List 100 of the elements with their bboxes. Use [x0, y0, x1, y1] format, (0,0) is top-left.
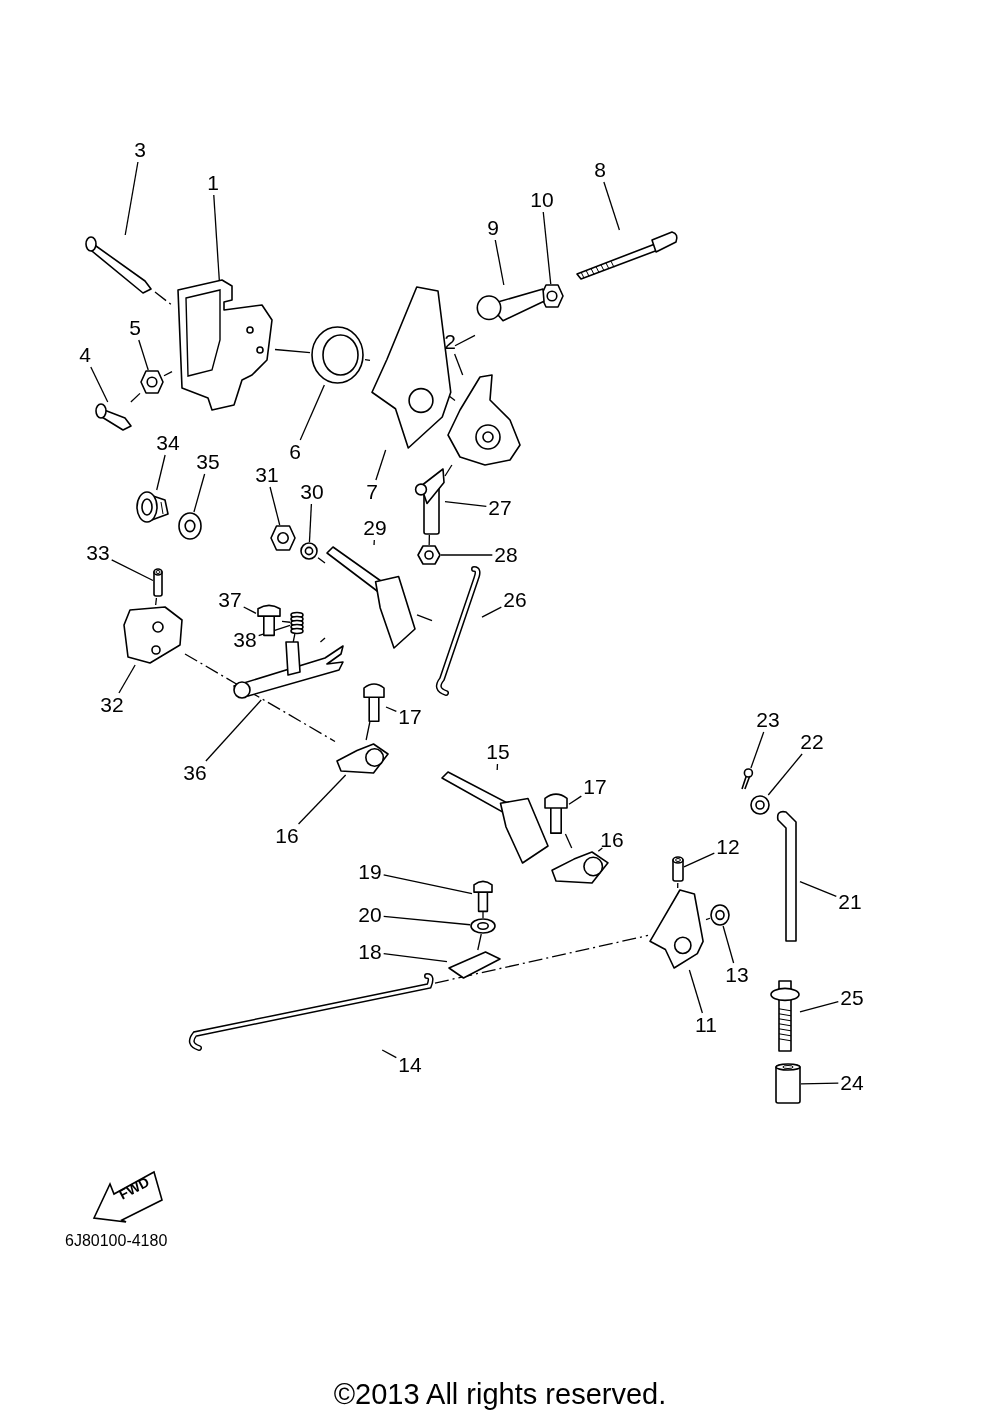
- leader-line: [375, 449, 387, 481]
- assembly-line: [292, 633, 296, 643]
- callout-number: 5: [129, 317, 141, 339]
- callout-number: 27: [488, 497, 512, 519]
- assembly-line: [434, 934, 649, 984]
- assembly-line: [319, 637, 326, 643]
- callout-number: 38: [233, 629, 257, 651]
- screw-drawing: [363, 683, 385, 722]
- callout-number: 13: [725, 964, 749, 986]
- callout-number: 15: [486, 741, 510, 763]
- callout-number: 20: [358, 904, 382, 926]
- assembly-line: [274, 348, 311, 354]
- callout-number: 22: [800, 731, 824, 753]
- callout-number: 16: [275, 825, 299, 847]
- leader-line: [308, 503, 313, 543]
- callout-number: 28: [494, 544, 518, 566]
- callout-number: 19: [358, 861, 382, 883]
- link-rod-drawing: [188, 973, 434, 1051]
- leader-line: [799, 1001, 839, 1013]
- callout-number: 2: [444, 331, 456, 353]
- assembly-line: [365, 721, 371, 741]
- callout-number: 17: [583, 776, 607, 798]
- bracket-drawing: [177, 279, 273, 411]
- assembly-line: [154, 291, 173, 306]
- bolt-drawing: [95, 403, 132, 431]
- assembly-line: [428, 534, 430, 546]
- callout-number: 9: [487, 217, 499, 239]
- leader-line: [383, 953, 448, 963]
- screw-drawing: [473, 880, 493, 913]
- leader-line: [800, 1082, 839, 1085]
- screw-drawing: [257, 604, 281, 637]
- assembly-line: [130, 392, 141, 403]
- callout-number: 4: [79, 344, 91, 366]
- callout-number: 16: [600, 829, 624, 851]
- leader-line: [111, 559, 154, 582]
- leader-line: [597, 847, 603, 852]
- leader-line: [496, 763, 499, 771]
- nut-drawing: [270, 525, 296, 551]
- nut-drawing: [417, 545, 441, 565]
- rod-end-drawing: [414, 468, 445, 535]
- leader-line: [205, 699, 262, 762]
- leader-line: [385, 706, 397, 712]
- callout-number: 30: [300, 481, 324, 503]
- leader-line: [568, 795, 582, 805]
- leader-line: [138, 339, 149, 371]
- leader-line: [213, 194, 220, 281]
- part-drawing: [741, 768, 754, 790]
- callout-number: 32: [100, 694, 124, 716]
- callout-number: 23: [756, 709, 780, 731]
- callout-number: 36: [183, 762, 207, 784]
- bolt-drawing: [85, 236, 152, 294]
- leader-line: [269, 486, 281, 526]
- callout-number: 17: [398, 706, 422, 728]
- callout-number: 25: [840, 987, 864, 1009]
- assembly-line: [444, 464, 453, 477]
- leader-line: [193, 473, 206, 513]
- callout-number: 21: [838, 891, 862, 913]
- washer-drawing: [710, 904, 730, 926]
- callout-number: 1: [207, 172, 219, 194]
- callout-number: 3: [134, 139, 146, 161]
- assembly-line: [564, 833, 573, 849]
- callout-number: 11: [695, 1014, 717, 1036]
- callout-number: 37: [218, 589, 242, 611]
- callout-number: 24: [840, 1072, 864, 1094]
- leader-line: [494, 239, 505, 286]
- washer-drawing: [470, 918, 496, 934]
- callout-number: 26: [503, 589, 527, 611]
- leader-line: [750, 731, 765, 769]
- leader-line: [603, 181, 621, 231]
- assembly-line: [454, 334, 476, 347]
- leader-line: [683, 852, 715, 868]
- part-drawing: [775, 1063, 801, 1104]
- shaft-drawing: [326, 546, 416, 649]
- copyright-notice: ©2013 All rights reserved.: [332, 1378, 668, 1411]
- leader-line: [444, 501, 487, 508]
- callout-number: 7: [366, 481, 378, 503]
- leader-line: [440, 554, 493, 556]
- callout-number: 14: [398, 1054, 422, 1076]
- bushing-drawing: [136, 491, 169, 523]
- leader-line: [118, 664, 136, 694]
- rod-drawing: [576, 231, 678, 280]
- callout-number: 18: [358, 941, 382, 963]
- collar-drawing: [311, 326, 364, 384]
- assembly-line: [317, 557, 326, 564]
- threaded-rod-drawing: [770, 980, 800, 1052]
- callout-number: 29: [363, 517, 387, 539]
- link-rod-drawing: [435, 566, 481, 696]
- assembly-line: [281, 620, 291, 623]
- callout-number: 31: [255, 464, 279, 486]
- nut-drawing: [140, 370, 164, 394]
- washer-drawing: [178, 512, 202, 540]
- lever-drawing: [649, 889, 704, 969]
- assembly-line: [163, 371, 173, 377]
- callout-number: 10: [530, 189, 554, 211]
- leader-line: [258, 624, 291, 637]
- leader-line: [799, 880, 837, 898]
- leader-line: [767, 753, 803, 796]
- callout-number: 8: [594, 159, 606, 181]
- spring-drawing: [290, 611, 304, 635]
- assembly-line: [416, 614, 433, 622]
